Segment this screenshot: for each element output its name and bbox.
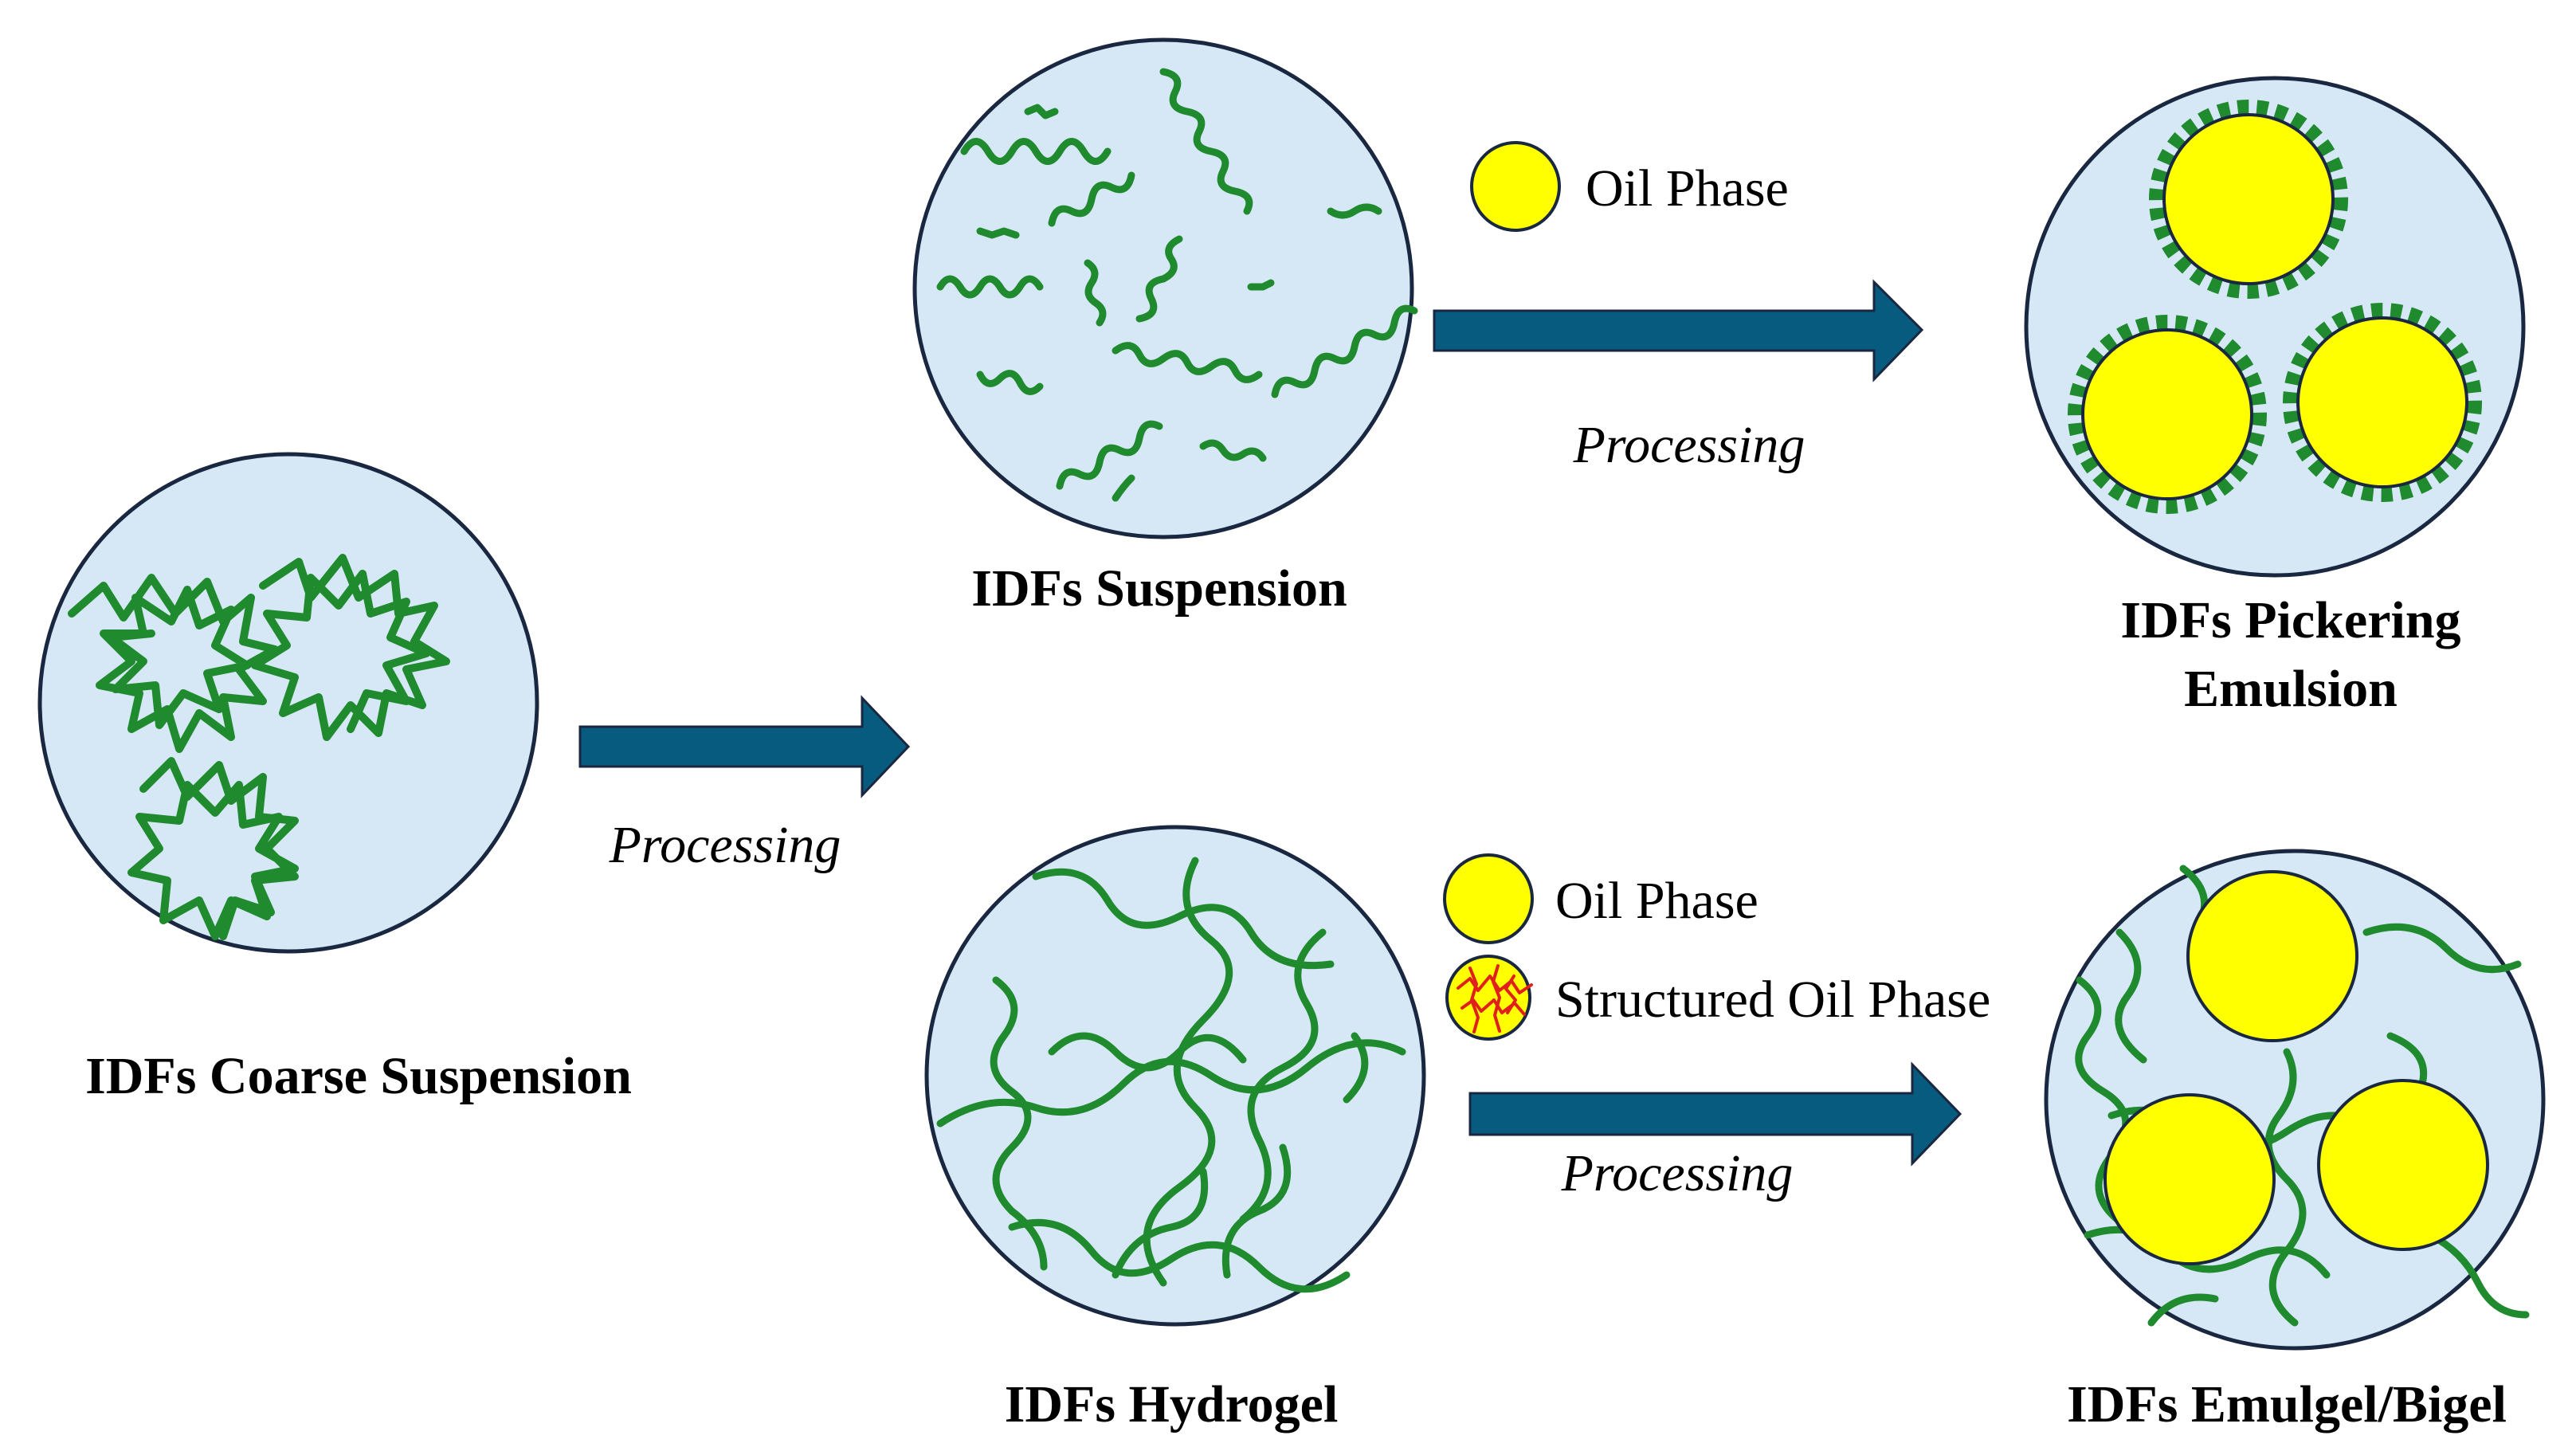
oil-droplet (2104, 1093, 2276, 1265)
coated-droplet-shell (2149, 100, 2348, 299)
short-fiber (1048, 171, 1135, 227)
coarse-suspension-panel (37, 452, 539, 954)
arrow-to-pickering: Processing (1433, 279, 1924, 474)
oil-droplet (2317, 1079, 2489, 1251)
coated-droplet-shell (2068, 315, 2267, 514)
short-fiber (1247, 279, 1275, 291)
network-fiber (1048, 1032, 1247, 1072)
arrow-label-left: Processing (609, 816, 841, 874)
network-fiber (2264, 1048, 2307, 1327)
network-fiber (1143, 857, 1233, 1287)
short-fiber (1159, 68, 1253, 215)
network-fiber (1032, 868, 1335, 970)
label-emulgel: IDFs Emulgel/Bigel (2067, 1375, 2507, 1433)
network-fiber (990, 976, 1048, 1271)
network-fiber (1221, 1143, 1292, 1279)
structured-oil-swatch (1445, 955, 1531, 1041)
short-fiber (1112, 474, 1135, 502)
suspension-circle (912, 37, 1414, 539)
pickering-droplets (2068, 100, 2482, 514)
legend-bottom-structured-oil: Structured Oil Phase (1555, 971, 1990, 1029)
arrow-shape-bottom (1468, 1061, 1962, 1167)
fiber-cluster-2 (251, 554, 450, 741)
short-fiber (1159, 235, 1183, 283)
network-fiber (1008, 1218, 1351, 1293)
structured-oil-network (1457, 964, 1533, 1033)
network-fiber (1112, 1167, 1209, 1279)
arrow-shape-left (578, 695, 911, 798)
label-coarse-suspension: IDFs Coarse Suspension (85, 1047, 632, 1105)
arrow-shape-top (1433, 279, 1924, 382)
network-fiber (2426, 1231, 2530, 1319)
hydrogel-panel (924, 825, 1426, 1327)
arrow-to-emulgel: Processing (1468, 1061, 1962, 1202)
label-pickering-line1: IDFs Pickering (2120, 591, 2460, 649)
short-fiber (960, 138, 1112, 165)
fiber-cluster-1 (68, 574, 279, 753)
short-fiber (1112, 342, 1263, 383)
coarse-fiber-clusters (68, 554, 450, 940)
short-fiber (1024, 104, 1059, 120)
suspension-panel (912, 37, 1418, 539)
short-fiber (976, 370, 1044, 395)
legend-bottom-oil-phase: Oil Phase (1555, 872, 1759, 930)
network-fiber (1343, 1032, 1369, 1104)
short-fiber (1199, 439, 1267, 462)
short-fiber (1135, 275, 1167, 323)
oil-droplet (2296, 316, 2468, 488)
arrow-label-bottom: Processing (1561, 1144, 1794, 1202)
arrow-to-branches: Processing (578, 695, 911, 874)
short-fiber (1084, 259, 1107, 327)
arrow-label-top: Processing (1573, 416, 1806, 474)
label-hydrogel: IDFs Hydrogel (1005, 1375, 1339, 1433)
short-fiber (936, 275, 1044, 299)
oil-droplet (2186, 870, 2358, 1042)
oil-droplet (2081, 328, 2253, 500)
network-fiber (2147, 1293, 2219, 1327)
short-fiber (976, 227, 1020, 239)
suspension-fibers (936, 68, 1418, 502)
hydrogel-network (936, 857, 1406, 1293)
network-fiber (2075, 976, 2131, 1231)
network-fiber (1239, 928, 1327, 1223)
legend-top-oil-phase: Oil Phase (1586, 159, 1789, 218)
network-fiber (2115, 928, 2147, 1064)
oil-droplet (2162, 113, 2335, 285)
short-fiber (1271, 304, 1418, 398)
network-fiber (2362, 923, 2522, 974)
coated-droplet-shell (2283, 303, 2482, 502)
label-suspension: IDFs Suspension (971, 559, 1347, 618)
fiber-cluster-3 (127, 757, 299, 940)
emulgel-panel (2044, 849, 2546, 1351)
legend-top: Oil Phase (1470, 141, 1789, 232)
legend-bottom: Oil Phase Structured Oil Phase (1443, 853, 1990, 1041)
short-fiber (1056, 420, 1163, 490)
oil-phase-swatch (1443, 853, 1534, 944)
emulgel-droplets (2104, 870, 2489, 1265)
short-fiber (1327, 203, 1382, 219)
oil-phase-swatch (1470, 141, 1561, 232)
label-pickering-line2: Emulsion (2184, 660, 2398, 718)
pickering-panel (2024, 76, 2526, 578)
